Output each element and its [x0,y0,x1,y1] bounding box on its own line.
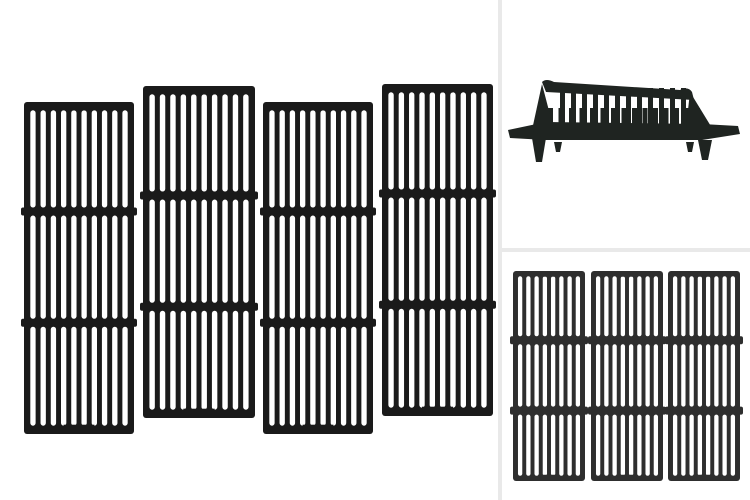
grate-3 [260,102,376,434]
grill-grates-set-of-three [510,271,743,481]
grate-small-3 [665,271,743,481]
grill-grates-set-of-four [21,84,496,434]
main-product-image [0,0,498,500]
grate-4 [379,84,496,416]
three-grates-image [502,252,750,500]
fireplace-grate-image [502,0,750,248]
fireplace-log-grate [508,80,740,162]
grate-2 [140,86,258,418]
grate-small-2 [588,271,666,481]
grate-1 [21,102,137,434]
grate-small-1 [510,271,588,481]
log-grate-body [508,80,740,162]
